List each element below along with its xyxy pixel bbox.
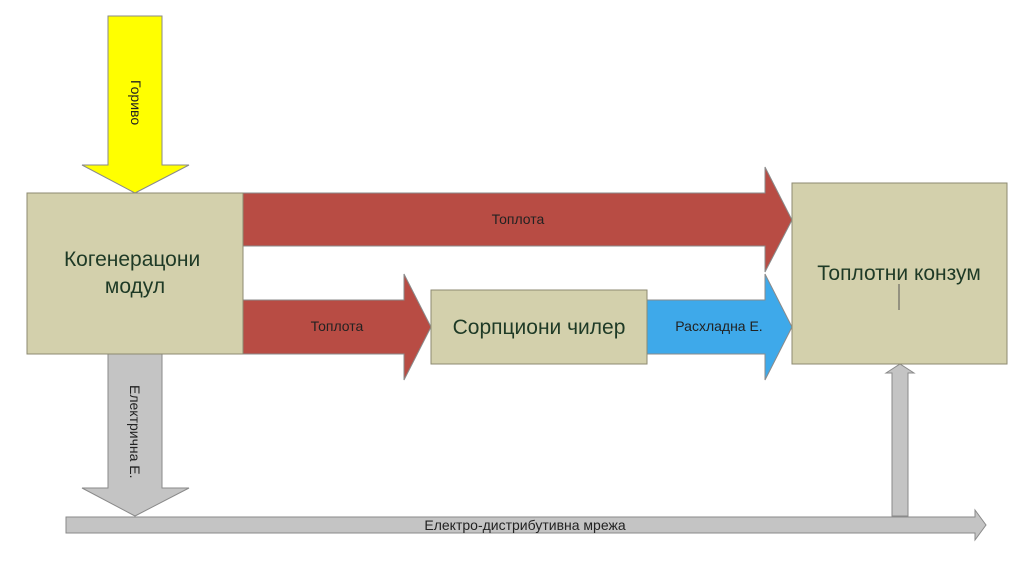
cooling-arrow [646,273,793,381]
fuel-label: Гориво [128,80,144,125]
electric-label: Електрична Е. [127,385,143,479]
cogeneration-label-line2: модул [105,275,165,298]
grid-label: Електро-дистрибутивна мрежа [424,517,625,533]
heat-lower-label: Топлота [311,318,364,334]
cogeneration-module-box [26,192,244,355]
grid-arrow [65,508,987,542]
electric-arrow [81,353,190,517]
heat-arrow-lower [242,273,432,381]
cooling-label: Расхладна Е. [675,318,762,334]
cogeneration-module-label: Когенерацони модул [64,248,206,298]
heat-arrow-top [242,166,793,273]
sorption-chiller-label: Сорпциони чилер [453,316,626,339]
fuel-arrow [81,15,190,194]
sorption-chiller-box [430,289,648,365]
heat-consumer-label: Топлотни конзум [817,262,981,285]
grid-to-consumer-arrow [884,363,916,517]
heat-consumer-box [791,182,1008,365]
cogeneration-label-line1: Когенерацони [64,248,200,271]
heat-top-label: Топлота [492,211,545,227]
